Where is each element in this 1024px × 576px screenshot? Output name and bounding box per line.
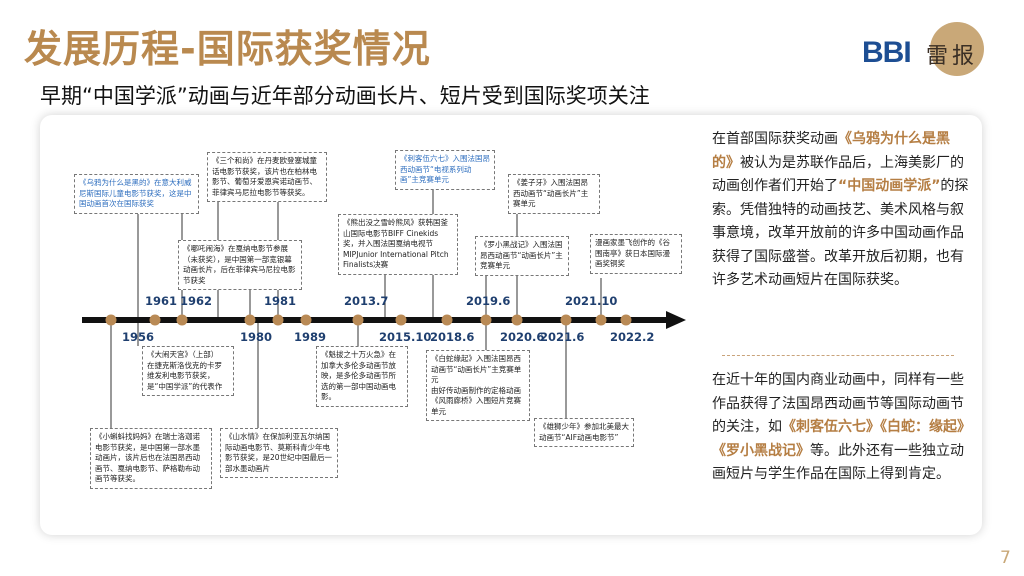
timeline-note: 《罗小黑战记》入围法国昂西动画节“动画长片”主竞赛单元 — [475, 236, 569, 276]
timeline-dots — [105, 314, 632, 326]
year-label: 1981 — [264, 294, 297, 308]
para-part-highlight: 《刺客伍六七》《白蛇：缘起》《罗小黑战记》 — [712, 419, 964, 459]
recent-paragraph: 在近十年的国内商业动画中，同样有一些作品获得了法国昂西动画节等国际动画节的关注，… — [712, 369, 970, 487]
year-label: 2019.6 — [466, 294, 511, 308]
note-part-text: 《山水情》在保加利亚瓦尔纳国际动画电影节、莫斯科青少年电影节获奖，是20世纪中国… — [225, 432, 333, 473]
page-number: 7 — [1000, 548, 1011, 568]
note-part-text: 《哪吒闹海》在戛纳电影节参展（未获奖），是中国第一部宽银幕动画长片，后在菲律宾马… — [183, 244, 296, 285]
page-title: 发展历程-国际获奖情况 — [24, 27, 431, 71]
bbi-logo: BBI 雷报 — [862, 22, 1002, 78]
timeline-note: 《姜子牙》入围法国昂西动画节“动画长片”主赛单元 — [508, 174, 600, 214]
dot-1980 — [244, 314, 256, 326]
timeline-note: 《雄狮少年》参加北美最大动画节“AIF动画电影节” — [534, 418, 634, 447]
logo-chinese: 雷报 — [926, 44, 979, 69]
timeline-note: 《山水情》在保加利亚瓦尔纳国际动画电影节、莫斯科青少年电影节获奖，是20世纪中国… — [220, 428, 338, 478]
page-subtitle: 早期“中国学派”动画与近年部分动画长片、短片受到国际奖项关注 — [40, 84, 650, 108]
timeline-note: 《白蛇缘起》入围法国昂西动画节“动画长片”主竞赛单元由好传动画制作的定格动画《风… — [426, 350, 530, 421]
year-label: 2022.2 — [610, 330, 655, 344]
timeline-note: 《乌鸦为什么是黑的》在意大利威尼斯国际儿童电影节获奖，这是中国动画首次在国际获奖 — [74, 174, 199, 214]
dot-2022-2 — [620, 314, 632, 326]
dot-1961 — [149, 314, 161, 326]
para-part-text: 在首部国际获奖动画 — [712, 131, 838, 147]
intro-paragraph: 在首部国际获奖动画《乌鸦为什么是黑的》被认为是苏联作品后，上海美影厂的动画创作者… — [712, 128, 970, 293]
note-part-text: 《大闹天宫》（上部） — [147, 350, 219, 359]
year-label: 1962 — [180, 294, 213, 308]
year-label: 2015.10 — [379, 330, 432, 344]
note-part-text: 《白蛇缘起》入围法国昂西动画节“动画长片”主竞赛单元 — [431, 354, 522, 384]
timeline: 1956 1961 1962 1980 1981 1989 2013.7 201… — [50, 122, 690, 522]
dot-1989 — [300, 314, 312, 326]
note-part-text: 《熊出没之雪岭熊风》获韩国釜山国际电影节BIFF Cinekids奖，并入围法国… — [343, 218, 449, 269]
year-label: 2021.10 — [565, 294, 618, 308]
timeline-note: 《熊出没之雪岭熊风》获韩国釜山国际电影节BIFF Cinekids奖，并入围法国… — [338, 214, 458, 275]
dot-2019-6 — [480, 314, 492, 326]
note-part-text: 漫画家墨飞创作的《谷围南亭》获日本国际漫画奖铜奖 — [595, 238, 670, 268]
section-divider — [722, 355, 954, 356]
timeline-note: 《大闹天宫》（上部）在捷克斯洛伐克的卡罗维发利电影节获奖，是“中国学派”的代表作 — [142, 346, 234, 396]
para-part-text: 在近十年的国内商业动画中，同样有一些作品获得了法国昂西动画节等国际动画节的关注，… — [712, 372, 964, 435]
para-part-text: 被认为是苏联作品后，上海美影厂的动画创作者们开始了 — [712, 154, 964, 195]
year-label: 2018.6 — [430, 330, 475, 344]
note-part-highlight: 《乌鸦为什么是黑的》在意大利威尼斯国际儿童电影节获奖，这是中国动画首次在国际获奖 — [79, 178, 192, 208]
timeline-note: 《刺客伍六七》入围法国昂西动画节“电视系列动画”主竞赛单元 — [395, 150, 495, 190]
dot-2013-7 — [352, 314, 364, 326]
timeline-note: 漫画家墨飞创作的《谷围南亭》获日本国际漫画奖铜奖 — [590, 234, 682, 274]
dot-2021-10 — [595, 314, 607, 326]
year-label: 2021.6 — [540, 330, 585, 344]
year-label: 1980 — [240, 330, 273, 344]
note-part-text: 《小蝌蚪找妈妈》在瑞士洛迦诺电影节获奖，是中国第一部水墨动画片，该片后也在法国昂… — [95, 432, 200, 483]
note-part-text: 在捷克斯洛伐克的卡罗维发利电影节获奖，是“中国学派”的代表作 — [147, 360, 223, 391]
para-part-text: 的探索。凭借独特的动画技艺、美术风格与叙事意境，改革开放前的许多中国动画作品获得… — [712, 178, 969, 288]
timeline-arrow — [666, 311, 686, 329]
dot-2020-6 — [511, 314, 523, 326]
para-part-text: 等。此外还有一些独立动画短片与学生作品在国际上得到肯定。 — [712, 442, 964, 483]
year-label: 1961 — [145, 294, 178, 308]
logo-text: BBI — [862, 36, 912, 69]
note-part-text: 由好传动画制作的定格动画《风雨廊桥》入围短片竞赛单元 — [431, 385, 521, 416]
note-part-text: 《罗小黑战记》入围法国昂西动画节“动画长片”主竞赛单元 — [480, 240, 563, 270]
year-label: 1989 — [294, 330, 327, 344]
note-part-highlight: 《刺客伍六七》入围法国昂西动画节“电视系列动画”主竞赛单元 — [400, 154, 490, 184]
dot-2021-6 — [560, 314, 572, 326]
timeline-note: 《魁拔之十万火急》在加拿大多伦多动画节放映，是多伦多动画节所选的第一部中国动画电… — [316, 346, 408, 407]
dot-2015-10 — [395, 314, 407, 326]
timeline-note: 《三个和尚》在丹麦欧登塞城童话电影节获奖，该片也在柏林电影节、葡萄牙爱恩宾诺动画… — [207, 152, 327, 202]
dot-1962 — [176, 314, 188, 326]
note-part-text: 《魁拔之十万火急》在加拿大多伦多动画节放映，是多伦多动画节所选的第一部中国动画电… — [321, 350, 396, 401]
para-part-highlight: 《乌鸦为什么是黑的》 — [712, 131, 950, 171]
timeline-note: 《哪吒闹海》在戛纳电影节参展（未获奖），是中国第一部宽银幕动画长片，后在菲律宾马… — [178, 240, 302, 290]
note-part-text: 《姜子牙》入围法国昂西动画节“动画长片”主赛单元 — [513, 178, 589, 208]
dot-1981 — [272, 314, 284, 326]
timeline-note: 《小蝌蚪找妈妈》在瑞士洛迦诺电影节获奖，是中国第一部水墨动画片，该片后也在法国昂… — [90, 428, 212, 489]
dot-2018-6 — [441, 314, 453, 326]
logo-disc — [930, 22, 984, 76]
year-label: 2020.6 — [500, 330, 545, 344]
year-label: 2013.7 — [344, 294, 389, 308]
note-part-text: 《雄狮少年》参加北美最大动画节“AIF动画电影节” — [539, 422, 629, 442]
dot-1956 — [105, 314, 117, 326]
year-label: 1956 — [122, 330, 155, 344]
para-part-highlight: “中国动画学派” — [838, 178, 941, 194]
note-part-text: 《三个和尚》在丹麦欧登塞城童话电影节获奖，该片也在柏林电影节、葡萄牙爱恩宾诺动画… — [212, 156, 317, 197]
